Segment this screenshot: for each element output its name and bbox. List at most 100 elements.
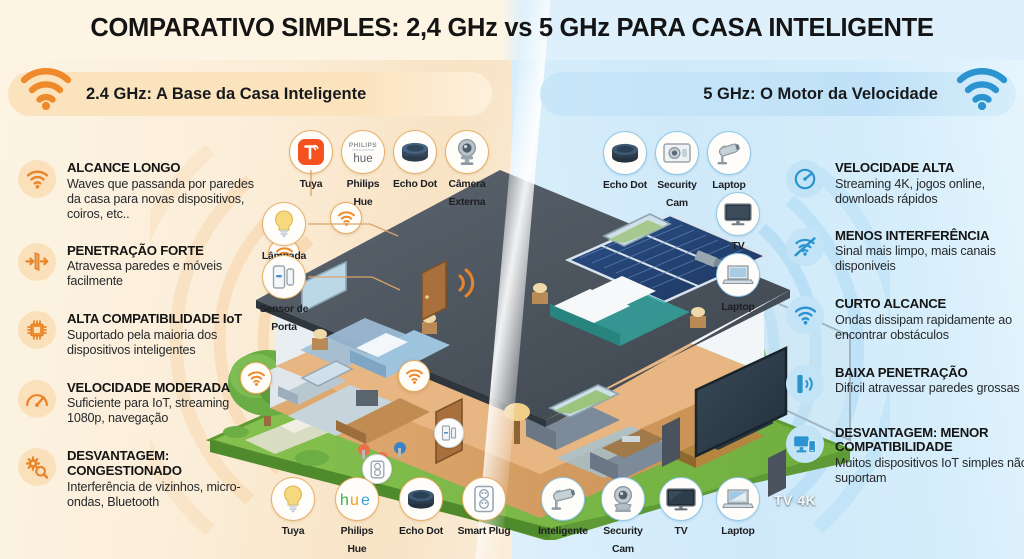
echo-dot-glyph xyxy=(612,143,638,163)
outdoor-camera-icon xyxy=(445,130,489,174)
tv-icon xyxy=(716,192,760,236)
page-title: COMPARATIVO SIMPLES: 2,4 GHz vs 5 GHz PA… xyxy=(90,14,934,42)
feature-desc: Muitos dispositivos IoT simples não supo… xyxy=(835,455,1024,485)
echo-dot-glyph xyxy=(402,142,428,162)
wifi-icon xyxy=(405,368,423,384)
blocked-wall-icon xyxy=(786,364,824,403)
feature-title: PENETRAÇÃO FORTE xyxy=(67,242,204,258)
device-chip-security-cam-top[interactable]: Security Cam xyxy=(651,131,703,211)
smart-bulb-icon xyxy=(262,202,306,246)
feature-desc: Sinal mais limpo, mais canais disponivei… xyxy=(835,244,996,274)
band-badge-24ghz-label: 2.4 GHz: A Base da Casa Inteligente xyxy=(86,84,367,103)
smart-bulb-glyph xyxy=(284,485,302,513)
speedometer-icon xyxy=(18,379,56,418)
echo-dot-icon xyxy=(399,477,443,521)
house-wifi-signal-upper xyxy=(458,268,475,298)
device-chip-label: Laptop xyxy=(712,180,746,191)
bullet-camera-glyph xyxy=(551,488,575,510)
security-cam-box-icon xyxy=(655,131,699,175)
band-badge-5ghz[interactable]: 5 GHz: O Motor da Velocidade xyxy=(540,72,1016,116)
dome-camera-glyph xyxy=(613,485,633,512)
feature-title: BAIXA PENETRAÇÃO xyxy=(835,364,968,380)
device-chip-camera-externa-top[interactable]: Câmera Externa xyxy=(441,130,493,210)
device-chip-laptop-bottom[interactable]: Laptop xyxy=(712,477,764,539)
device-chip-label: Echo Dot xyxy=(602,180,647,191)
no-interference-icon xyxy=(786,227,824,266)
feature-penetracao-forte: PENETRAÇÃO FORTE Atravessa paredes e móv… xyxy=(18,242,264,290)
svg-text:hue: hue xyxy=(353,153,372,165)
laptop-icon xyxy=(716,253,760,297)
no-interference-glyph xyxy=(794,237,816,257)
speaker xyxy=(768,449,786,497)
chip-glyph xyxy=(27,320,47,341)
floor-lamp xyxy=(514,416,520,444)
feature-title: DESVANTAGEM: MENOR COMPATIBILIDADE xyxy=(835,424,989,455)
feature-desc: Suportado pela maioria dos dispositivos … xyxy=(67,327,218,357)
device-chip-tv-bottom[interactable]: TV xyxy=(655,477,707,539)
device-chip-tuya-top[interactable]: Tuya xyxy=(285,130,337,192)
wifi-icon xyxy=(20,68,72,111)
device-chip-tuya-bottom[interactable]: Tuya xyxy=(267,477,319,539)
door-sensor-icon xyxy=(434,418,464,448)
living-room xyxy=(504,346,788,497)
device-chip-inteligente[interactable]: Inteligente xyxy=(530,477,596,539)
feature-alta-compatibilidade: ALTA COMPATIBILIDADE IoT Suportado pela … xyxy=(18,311,264,358)
device-chip-sensor-porta[interactable]: Sensor de Porta xyxy=(258,255,310,335)
device-chip-label: TV xyxy=(731,241,745,252)
device-chip-label: Philips Hue xyxy=(340,526,374,555)
bullet-camera-icon xyxy=(707,131,751,175)
header-band xyxy=(0,0,1024,60)
device-chip-echo-dot-bottom[interactable]: Echo Dot xyxy=(395,477,447,539)
device-chip-label: Câmera Externa xyxy=(448,179,486,208)
band-badge-24ghz[interactable]: 2.4 GHz: A Base da Casa Inteligente xyxy=(8,72,492,116)
pillow xyxy=(356,333,408,357)
echo-dot-glyph xyxy=(408,489,434,509)
feature-desc: Streaming 4K, jogos online, downloads rá… xyxy=(835,176,985,206)
tv-glyph xyxy=(666,488,696,511)
feature-title: ALCANCE LONGO xyxy=(67,160,181,175)
feature-desc: Atravessa paredes e móveis facilmente xyxy=(67,259,222,289)
feature-desc: Interferência de vizinhos, micro-ondas, … xyxy=(67,479,241,509)
device-chip-label: Tuya xyxy=(299,179,323,190)
tv-4k-screen xyxy=(694,346,788,458)
devices-glyph xyxy=(794,436,817,454)
device-chip-label: Security Cam xyxy=(603,526,643,555)
echo-dot-icon xyxy=(603,131,647,175)
device-chip-philips-hue-top[interactable]: PHILIPS hue Philips Hue xyxy=(337,130,389,210)
device-chip-label: Laptop xyxy=(721,526,755,537)
speedometer-icon xyxy=(786,160,824,198)
device-chip-label: Echo Dot xyxy=(392,179,437,190)
device-chip-philips-hue-bottom[interactable]: h u e Philips Hue xyxy=(331,477,383,557)
outdoor-camera-glyph xyxy=(457,138,477,165)
feature-title: CURTO ALCANCE xyxy=(835,296,947,312)
wifi-glyph xyxy=(26,170,48,189)
smart-bulb-icon xyxy=(271,477,315,521)
wall-penetration-glyph xyxy=(25,252,49,271)
feature-desvantagem-compatibilidade: DESVANTAGEM: MENOR COMPATIBILIDADE Muito… xyxy=(786,424,1024,486)
device-chip-smart-plug[interactable]: Smart Plug xyxy=(452,477,516,539)
bullet-camera-glyph xyxy=(717,143,740,165)
devices-icon xyxy=(786,424,824,463)
tv-glyph xyxy=(724,203,752,226)
device-chip-label: Tuya xyxy=(281,526,305,537)
device-chip-echo-dot-right[interactable]: Echo Dot xyxy=(597,131,653,193)
wifi-glyph xyxy=(794,306,816,325)
speedometer-glyph xyxy=(794,168,816,190)
laptop-icon xyxy=(716,477,760,521)
wifi-icon-24ghz xyxy=(20,68,72,115)
tv-screen-label: TV 4K xyxy=(774,492,817,508)
feature-title: VELOCIDADE ALTA xyxy=(835,160,955,175)
chip-icon xyxy=(18,311,56,350)
bush xyxy=(295,450,329,466)
device-chip-laptop-top[interactable]: Laptop xyxy=(703,131,755,193)
device-chip-label: Smart Plug xyxy=(457,526,511,537)
wifi-icon xyxy=(786,296,824,335)
device-chip-tv-side[interactable]: TV xyxy=(712,192,764,254)
blocked-wall-glyph xyxy=(797,374,813,393)
device-chip-security-cam-bottom[interactable]: Security Cam xyxy=(597,477,649,557)
wifi-icon xyxy=(337,210,355,226)
device-chip-laptop-side[interactable]: Laptop xyxy=(712,253,764,315)
device-chip-echo-dot-top[interactable]: Echo Dot xyxy=(389,130,441,192)
feature-title: MENOS INTERFERÊNCIA xyxy=(835,227,990,243)
